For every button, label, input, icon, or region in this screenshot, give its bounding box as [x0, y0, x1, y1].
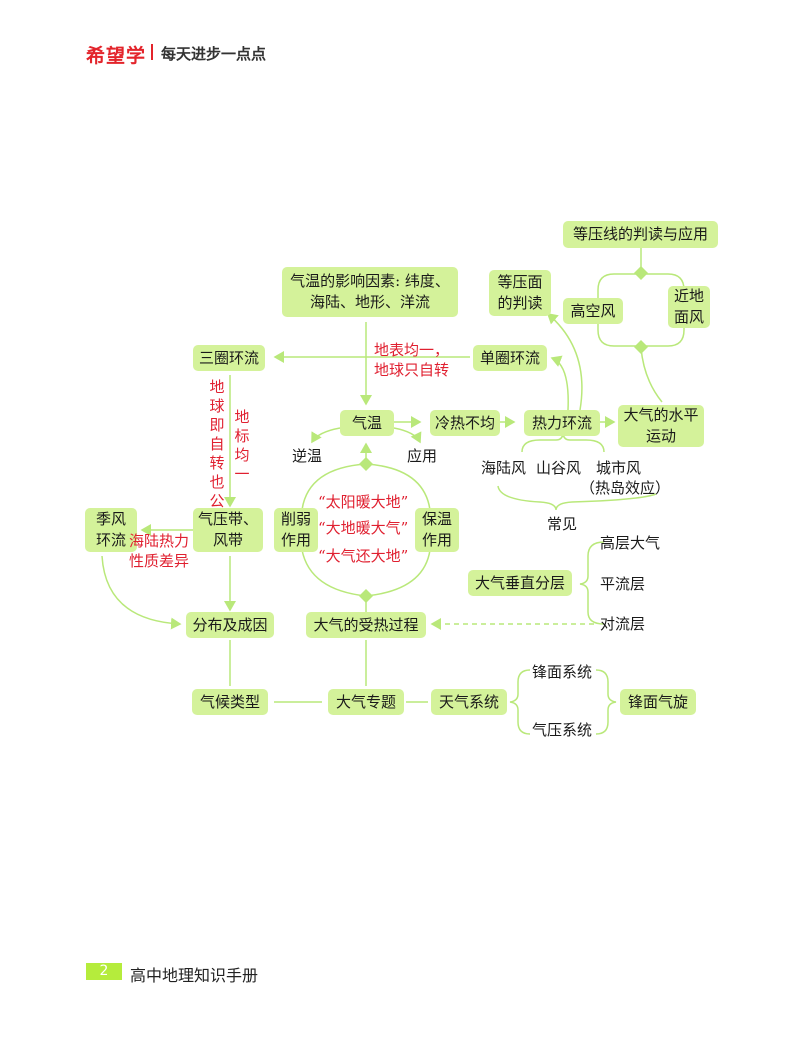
- label-surface-uniform: 地标均一: [234, 408, 250, 483]
- header-divider: [151, 44, 153, 60]
- book-title: 高中地理知识手册: [130, 966, 259, 985]
- label-troposphere: 对流层: [600, 615, 646, 633]
- label-application: 应用: [407, 447, 438, 465]
- label-atmosphere-returns: “大气还大地”: [318, 547, 409, 565]
- label-uniform-surface-1: 地表均一，: [374, 341, 450, 359]
- node-heating-process: 大气的受热过程: [306, 612, 426, 638]
- node-horizontal-motion: 大气的水平运动: [618, 405, 704, 447]
- node-weakening-effect: 削弱作用: [274, 508, 318, 552]
- label-sun-warms-earth: “太阳暖大地”: [318, 493, 409, 511]
- label-upper-atmosphere: 高层大气: [600, 534, 661, 552]
- page-number-badge: 2: [86, 963, 122, 980]
- node-monsoon-circulation: 季风环流: [85, 508, 137, 552]
- node-atmosphere-topic: 大气专题: [328, 689, 404, 715]
- label-sea-land-breeze: 海陆风: [481, 459, 527, 477]
- node-weather-systems: 天气系统: [431, 689, 507, 715]
- label-urban-wind: 城市风: [596, 459, 642, 477]
- node-climate-types: 气候类型: [192, 689, 268, 715]
- node-single-cell-circulation: 单圈环流: [473, 345, 547, 371]
- node-thermal-circulation: 热力环流: [524, 410, 600, 436]
- node-isobaric-surface: 等压面的判读: [489, 270, 551, 316]
- node-isobar-reading: 等压线的判读与应用: [563, 221, 718, 248]
- label-stratosphere: 平流层: [600, 575, 646, 593]
- node-surface-wind: 近地面风: [668, 286, 710, 328]
- label-uniform-surface-2: 地球只自转: [374, 361, 450, 379]
- node-vertical-layers: 大气垂直分层: [468, 570, 572, 596]
- label-pressure-system: 气压系统: [532, 721, 593, 739]
- label-land-sea-difference-2: 性质差异: [129, 552, 190, 570]
- node-pressure-wind-belts: 气压带、风带: [193, 508, 263, 552]
- node-temperature-factors: 气温的影响因素: 纬度、海陆、地形、洋流: [282, 267, 458, 317]
- label-land-sea-difference-1: 海陆热力: [129, 532, 190, 550]
- node-three-cell-circulation: 三圈环流: [193, 345, 265, 371]
- node-distribution-causes: 分布及成因: [186, 612, 274, 638]
- node-temperature: 气温: [340, 410, 394, 436]
- label-common: 常见: [547, 515, 578, 533]
- label-valley-breeze: 山谷风: [536, 459, 582, 477]
- label-earth-warms-atmosphere: “大地暖大气”: [318, 519, 409, 537]
- node-high-altitude-wind: 高空风: [563, 298, 623, 324]
- label-heat-island: （热岛效应）: [580, 479, 671, 497]
- node-frontal-cyclone: 锋面气旋: [620, 689, 696, 715]
- node-uneven-heating: 冷热不均: [430, 410, 500, 436]
- node-insulation-effect: 保温作用: [415, 508, 459, 552]
- header-slogan: 每天进步一点点: [161, 45, 267, 63]
- label-frontal-system: 锋面系统: [532, 663, 593, 681]
- label-inversion: 逆温: [292, 447, 323, 465]
- brand-logo: 希望学: [86, 45, 147, 67]
